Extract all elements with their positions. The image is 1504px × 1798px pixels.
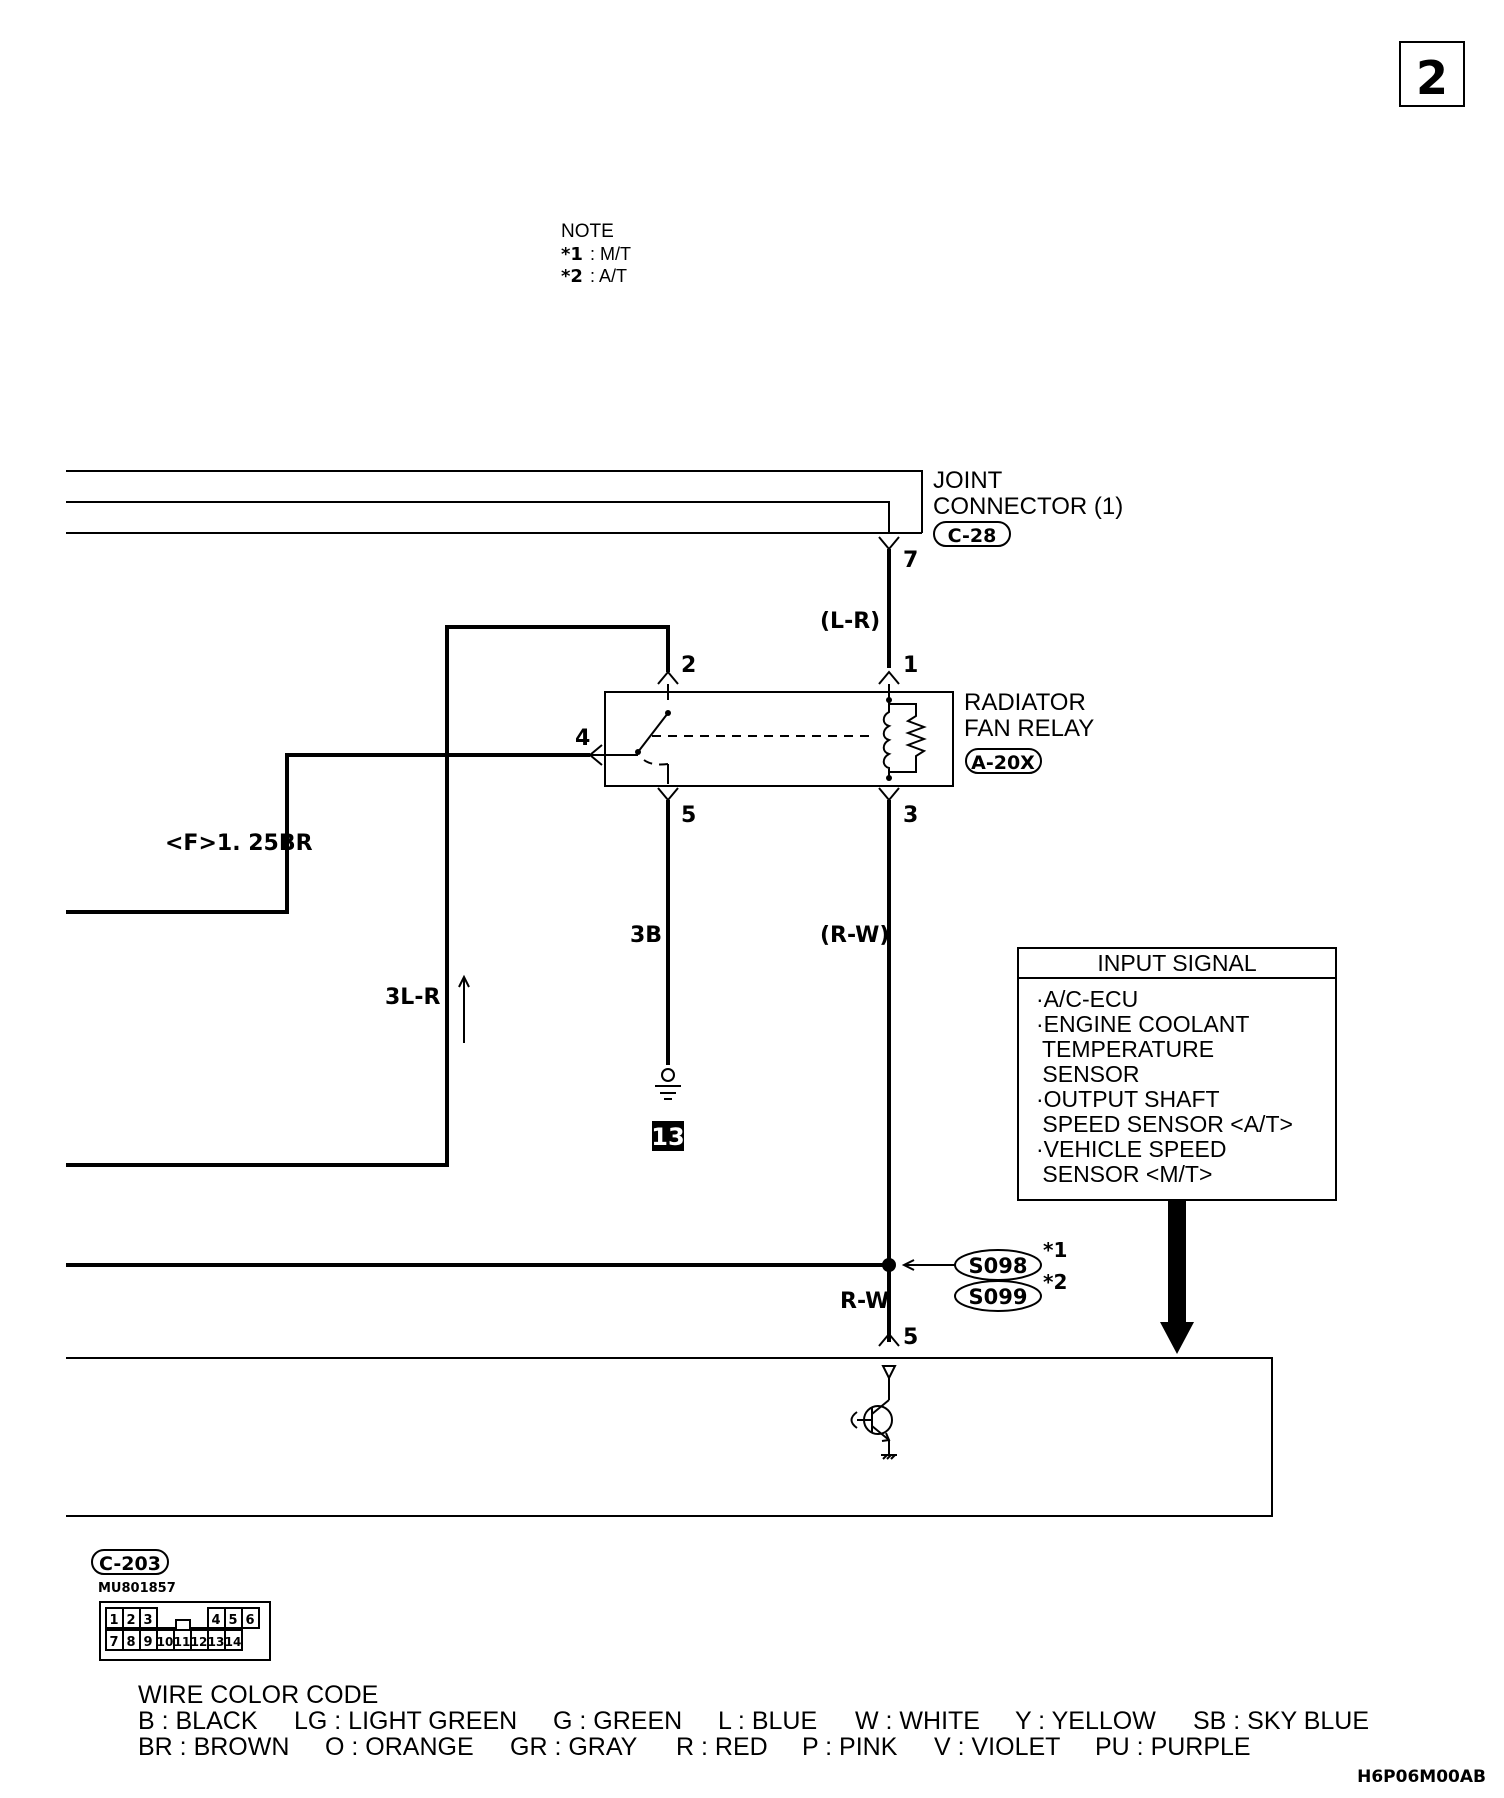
c203-cell-7: 7 bbox=[109, 1635, 118, 1650]
color-code-l: L : BLUE bbox=[718, 1707, 817, 1735]
c203-cell-6: 6 bbox=[245, 1613, 254, 1628]
color-code-y: Y : YELLOW bbox=[1015, 1707, 1156, 1735]
splice-s098: S098 bbox=[969, 1254, 1028, 1278]
input-signal-title: INPUT SIGNAL bbox=[1097, 950, 1257, 976]
diagram-code: H6P06M00AB bbox=[1357, 1767, 1486, 1787]
c203-cell-9: 9 bbox=[143, 1635, 152, 1650]
splice-pointer-arrow bbox=[901, 1259, 955, 1271]
c203-cell-8: 8 bbox=[126, 1635, 135, 1650]
color-code-w: W : WHITE bbox=[855, 1707, 980, 1735]
color-code-o: O : ORANGE bbox=[325, 1733, 474, 1761]
c203-cell-1: 1 bbox=[109, 1613, 118, 1628]
relay-pin-4: 4 bbox=[575, 726, 590, 751]
note-text-1: : M/T bbox=[590, 244, 631, 264]
c203-cell-5: 5 bbox=[228, 1613, 237, 1628]
relay-pin-3: 3 bbox=[903, 803, 918, 828]
c203-cell-10: 10 bbox=[157, 1635, 174, 1649]
c203-cell-2: 2 bbox=[126, 1613, 135, 1628]
joint-connector-name-1: JOINT bbox=[933, 467, 1003, 494]
relay-name-1: RADIATOR bbox=[964, 689, 1086, 716]
c203-cell-12: 12 bbox=[191, 1635, 208, 1649]
up-arrow-icon bbox=[458, 974, 470, 1043]
relay-pin-1: 1 bbox=[903, 653, 918, 678]
ecu-pin-5: 5 bbox=[903, 1325, 918, 1350]
input-signal-line-3: TEMPERATURE bbox=[1036, 1036, 1214, 1062]
ground-id-badge: 13 bbox=[651, 1121, 685, 1151]
note-marker-1: *1 bbox=[561, 244, 583, 265]
input-signal-arrow bbox=[1160, 1200, 1194, 1354]
joint-connector-label: JOINT CONNECTOR (1) C-28 7 bbox=[903, 467, 1123, 573]
ecu-box bbox=[66, 1357, 1273, 1517]
joint-connector-name-2: CONNECTOR (1) bbox=[933, 493, 1123, 520]
ground-symbol bbox=[655, 1068, 681, 1100]
c203-cell-14: 14 bbox=[225, 1635, 242, 1649]
wire-label-r-w: R-W bbox=[840, 1289, 889, 1314]
color-code-v: V : VIOLET bbox=[934, 1733, 1060, 1761]
input-signal-line-1: ·A/C-ECU bbox=[1036, 986, 1138, 1012]
c203-part-number: MU801857 bbox=[98, 1581, 176, 1596]
wire-color-code: WIRE COLOR CODE B : BLACK LG : LIGHT GRE… bbox=[138, 1681, 1369, 1761]
wire-label-l-r: (L-R) bbox=[820, 609, 880, 634]
input-signal-line-8: SENSOR <M/T> bbox=[1036, 1161, 1212, 1187]
page-number: 2 bbox=[1416, 51, 1448, 105]
c203-cell-11: 11 bbox=[174, 1635, 191, 1649]
c203-connector: C-203 MU801857 1 2 3 4 5 6 7 8 9 10 11 1… bbox=[91, 1549, 271, 1661]
color-code-b: B : BLACK bbox=[138, 1707, 258, 1735]
ground-id: 13 bbox=[651, 1123, 684, 1151]
radiator-fan-relay bbox=[590, 691, 954, 787]
color-code-gr: GR : GRAY bbox=[510, 1733, 638, 1761]
input-signal-line-5: ·OUTPUT SHAFT bbox=[1036, 1086, 1220, 1112]
splice-s098-mark: *1 bbox=[1043, 1238, 1067, 1262]
color-code-pu: PU : PURPLE bbox=[1095, 1733, 1251, 1761]
splice-s099-mark: *2 bbox=[1043, 1270, 1067, 1294]
joint-connector-wires bbox=[66, 470, 923, 668]
splice-junction bbox=[882, 1258, 896, 1272]
note-text-2: : A/T bbox=[590, 266, 627, 286]
joint-connector-pin: 7 bbox=[903, 548, 918, 573]
color-code-r: R : RED bbox=[676, 1733, 768, 1761]
c203-id: C-203 bbox=[99, 1553, 161, 1575]
input-signal-line-6: SPEED SENSOR <A/T> bbox=[1036, 1111, 1293, 1137]
splice-labels: S098 *1 S099 *2 bbox=[954, 1238, 1067, 1312]
input-signal-line-7: ·VEHICLE SPEED bbox=[1036, 1136, 1226, 1162]
color-code-p: P : PINK bbox=[802, 1733, 898, 1761]
color-code-br: BR : BROWN bbox=[138, 1733, 289, 1761]
note-title: NOTE bbox=[561, 221, 614, 242]
relay-pin-5: 5 bbox=[681, 803, 696, 828]
c203-cell-3: 3 bbox=[143, 1613, 152, 1628]
relay-pin-2: 2 bbox=[681, 653, 696, 678]
color-code-lg: LG : LIGHT GREEN bbox=[294, 1707, 517, 1735]
note-marker-2: *2 bbox=[561, 266, 583, 287]
color-code-sb: SB : SKY BLUE bbox=[1193, 1707, 1369, 1735]
note-block: NOTE *1 : M/T *2 : A/T bbox=[561, 221, 631, 287]
wire-color-code-title: WIRE COLOR CODE bbox=[138, 1681, 378, 1709]
page-number-box: 2 bbox=[1399, 41, 1465, 107]
input-signal-box: INPUT SIGNAL ·A/C-ECU ·ENGINE COOLANT TE… bbox=[1017, 947, 1337, 1201]
wire-label-3l-r: 3L-R bbox=[385, 985, 440, 1010]
joint-connector-id: C-28 bbox=[948, 525, 997, 547]
c203-cell-4: 4 bbox=[211, 1613, 220, 1628]
wire-label-f-125br: <F>1. 25BR bbox=[165, 831, 313, 856]
splice-s099: S099 bbox=[969, 1285, 1028, 1309]
color-code-g: G : GREEN bbox=[553, 1707, 682, 1735]
relay-connector-id: A-20X bbox=[971, 752, 1035, 774]
relay-name-2: FAN RELAY bbox=[964, 715, 1094, 742]
relay-label: RADIATOR FAN RELAY A-20X bbox=[964, 689, 1094, 774]
wire-label-3b: 3B bbox=[630, 923, 662, 948]
c203-cell-13: 13 bbox=[208, 1635, 225, 1649]
wire-label-r-w-paren: (R-W) bbox=[820, 923, 889, 948]
input-signal-line-4: SENSOR bbox=[1036, 1061, 1140, 1087]
input-signal-line-2: ·ENGINE COOLANT bbox=[1036, 1011, 1249, 1037]
